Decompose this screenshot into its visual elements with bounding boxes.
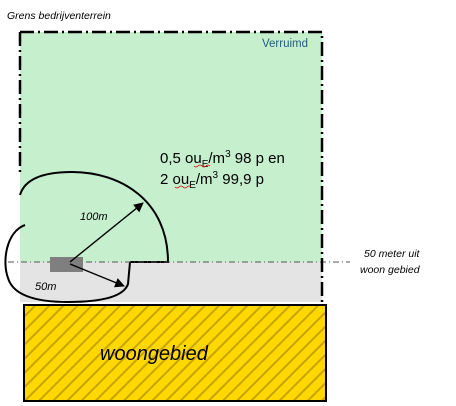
contour-100m (19, 170, 170, 263)
odour-norm-line-2: 2 ouE/m3 99,9 p (160, 170, 264, 191)
residential-area (23, 304, 327, 402)
distance-label-1: 50 meter uit (364, 248, 421, 260)
expanded-area (20, 32, 322, 262)
odour-norm-line-1: 0,5 ouE/m3 98 p en (160, 149, 285, 170)
spellcheck-underline-2 (174, 185, 192, 189)
distance-label-2: woon gebied (360, 264, 421, 276)
odour-source (50, 257, 83, 272)
boundary-label: Grens bedrijventerrein (7, 10, 111, 22)
radius-100m-label: 100m (80, 211, 108, 223)
spellcheck-underline-1 (193, 164, 211, 168)
residential-label: woongebied (100, 343, 209, 365)
radius-50m-label: 50m (35, 281, 56, 293)
expanded-label: Verruimd (262, 38, 308, 50)
contour-50m (4, 224, 131, 304)
radius-100m-arrow (69, 202, 144, 263)
radius-50m-arrow (69, 263, 125, 288)
estate-boundary (18, 30, 324, 302)
